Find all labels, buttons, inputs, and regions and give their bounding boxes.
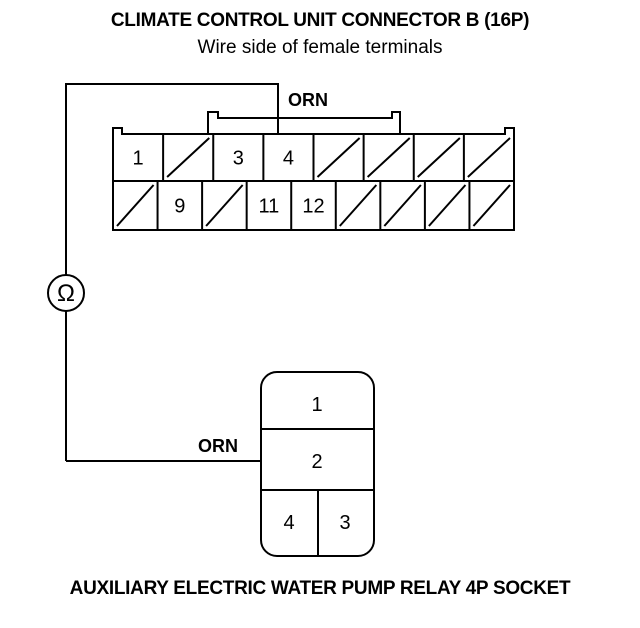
unused-terminal-slash xyxy=(339,184,378,227)
top-row-cell-3: 3 xyxy=(212,134,244,181)
diagram-subtitle: Wire side of female terminals xyxy=(197,37,443,58)
unused-terminal-slash xyxy=(366,137,411,178)
top-row-cell-8 xyxy=(462,134,511,181)
bottom-row-cell-7 xyxy=(379,181,422,230)
bottom-row-cell-6 xyxy=(334,181,378,230)
unused-terminal-slash xyxy=(205,184,244,227)
diagram-title: CLIMATE CONTROL UNIT CONNECTOR B (16P) xyxy=(110,10,530,31)
top-row-cell-4: 4 xyxy=(262,134,294,181)
unused-terminal-slash xyxy=(428,184,467,227)
connector-bottom-row: 9 11 12 xyxy=(116,181,511,230)
test-wiring xyxy=(65,83,279,462)
wire-label-orn-top: ORN xyxy=(288,90,328,110)
terminal-number: 3 xyxy=(233,148,244,170)
unused-terminal-slash xyxy=(166,137,210,178)
connector-top-row: 1 3 4 xyxy=(133,134,511,181)
wire-to-pin-4 xyxy=(65,83,279,275)
unused-terminal-slash xyxy=(116,184,155,227)
top-row-cell-5 xyxy=(312,134,361,181)
connector-latch xyxy=(207,111,401,134)
terminal-number: 11 xyxy=(259,196,280,218)
unused-terminal-slash xyxy=(417,137,461,178)
relay-pin-2: 2 xyxy=(311,451,322,473)
relay-socket xyxy=(260,371,375,557)
relay-pin-4: 4 xyxy=(283,512,294,534)
bottom-row-cell-9 xyxy=(468,181,511,230)
bottom-row-cell-5: 12 xyxy=(290,181,325,230)
terminal-number: 9 xyxy=(174,196,185,218)
terminal-number: 12 xyxy=(302,196,324,218)
top-row-cell-2 xyxy=(162,134,210,181)
relay-pin-1: 1 xyxy=(311,394,322,416)
wire-label-orn-bottom: ORN xyxy=(198,436,238,456)
ohm-symbol: Ω xyxy=(57,280,75,307)
unused-terminal-slash xyxy=(467,137,511,178)
bottom-row-cell-3 xyxy=(201,181,244,230)
terminal-number: 1 xyxy=(133,148,144,170)
top-row-cell-7 xyxy=(412,134,461,181)
relay-pin-3: 3 xyxy=(339,512,350,534)
top-row-cell-1: 1 xyxy=(133,148,144,170)
ohmmeter-icon: Ω xyxy=(47,274,85,312)
terminal-number: 4 xyxy=(283,148,294,170)
relay-socket-caption: AUXILIARY ELECTRIC WATER PUMP RELAY 4P S… xyxy=(69,578,571,599)
bottom-row-cell-8 xyxy=(423,181,467,230)
unused-terminal-slash xyxy=(472,184,511,227)
bottom-row-cell-4: 11 xyxy=(245,181,280,230)
unused-terminal-slash xyxy=(383,184,422,227)
unused-terminal-slash xyxy=(316,137,361,178)
bottom-row-cell-2: 9 xyxy=(156,181,185,230)
bottom-row-cell-1 xyxy=(116,184,155,227)
connector-outline xyxy=(112,127,515,231)
top-row-cell-6 xyxy=(362,134,411,181)
